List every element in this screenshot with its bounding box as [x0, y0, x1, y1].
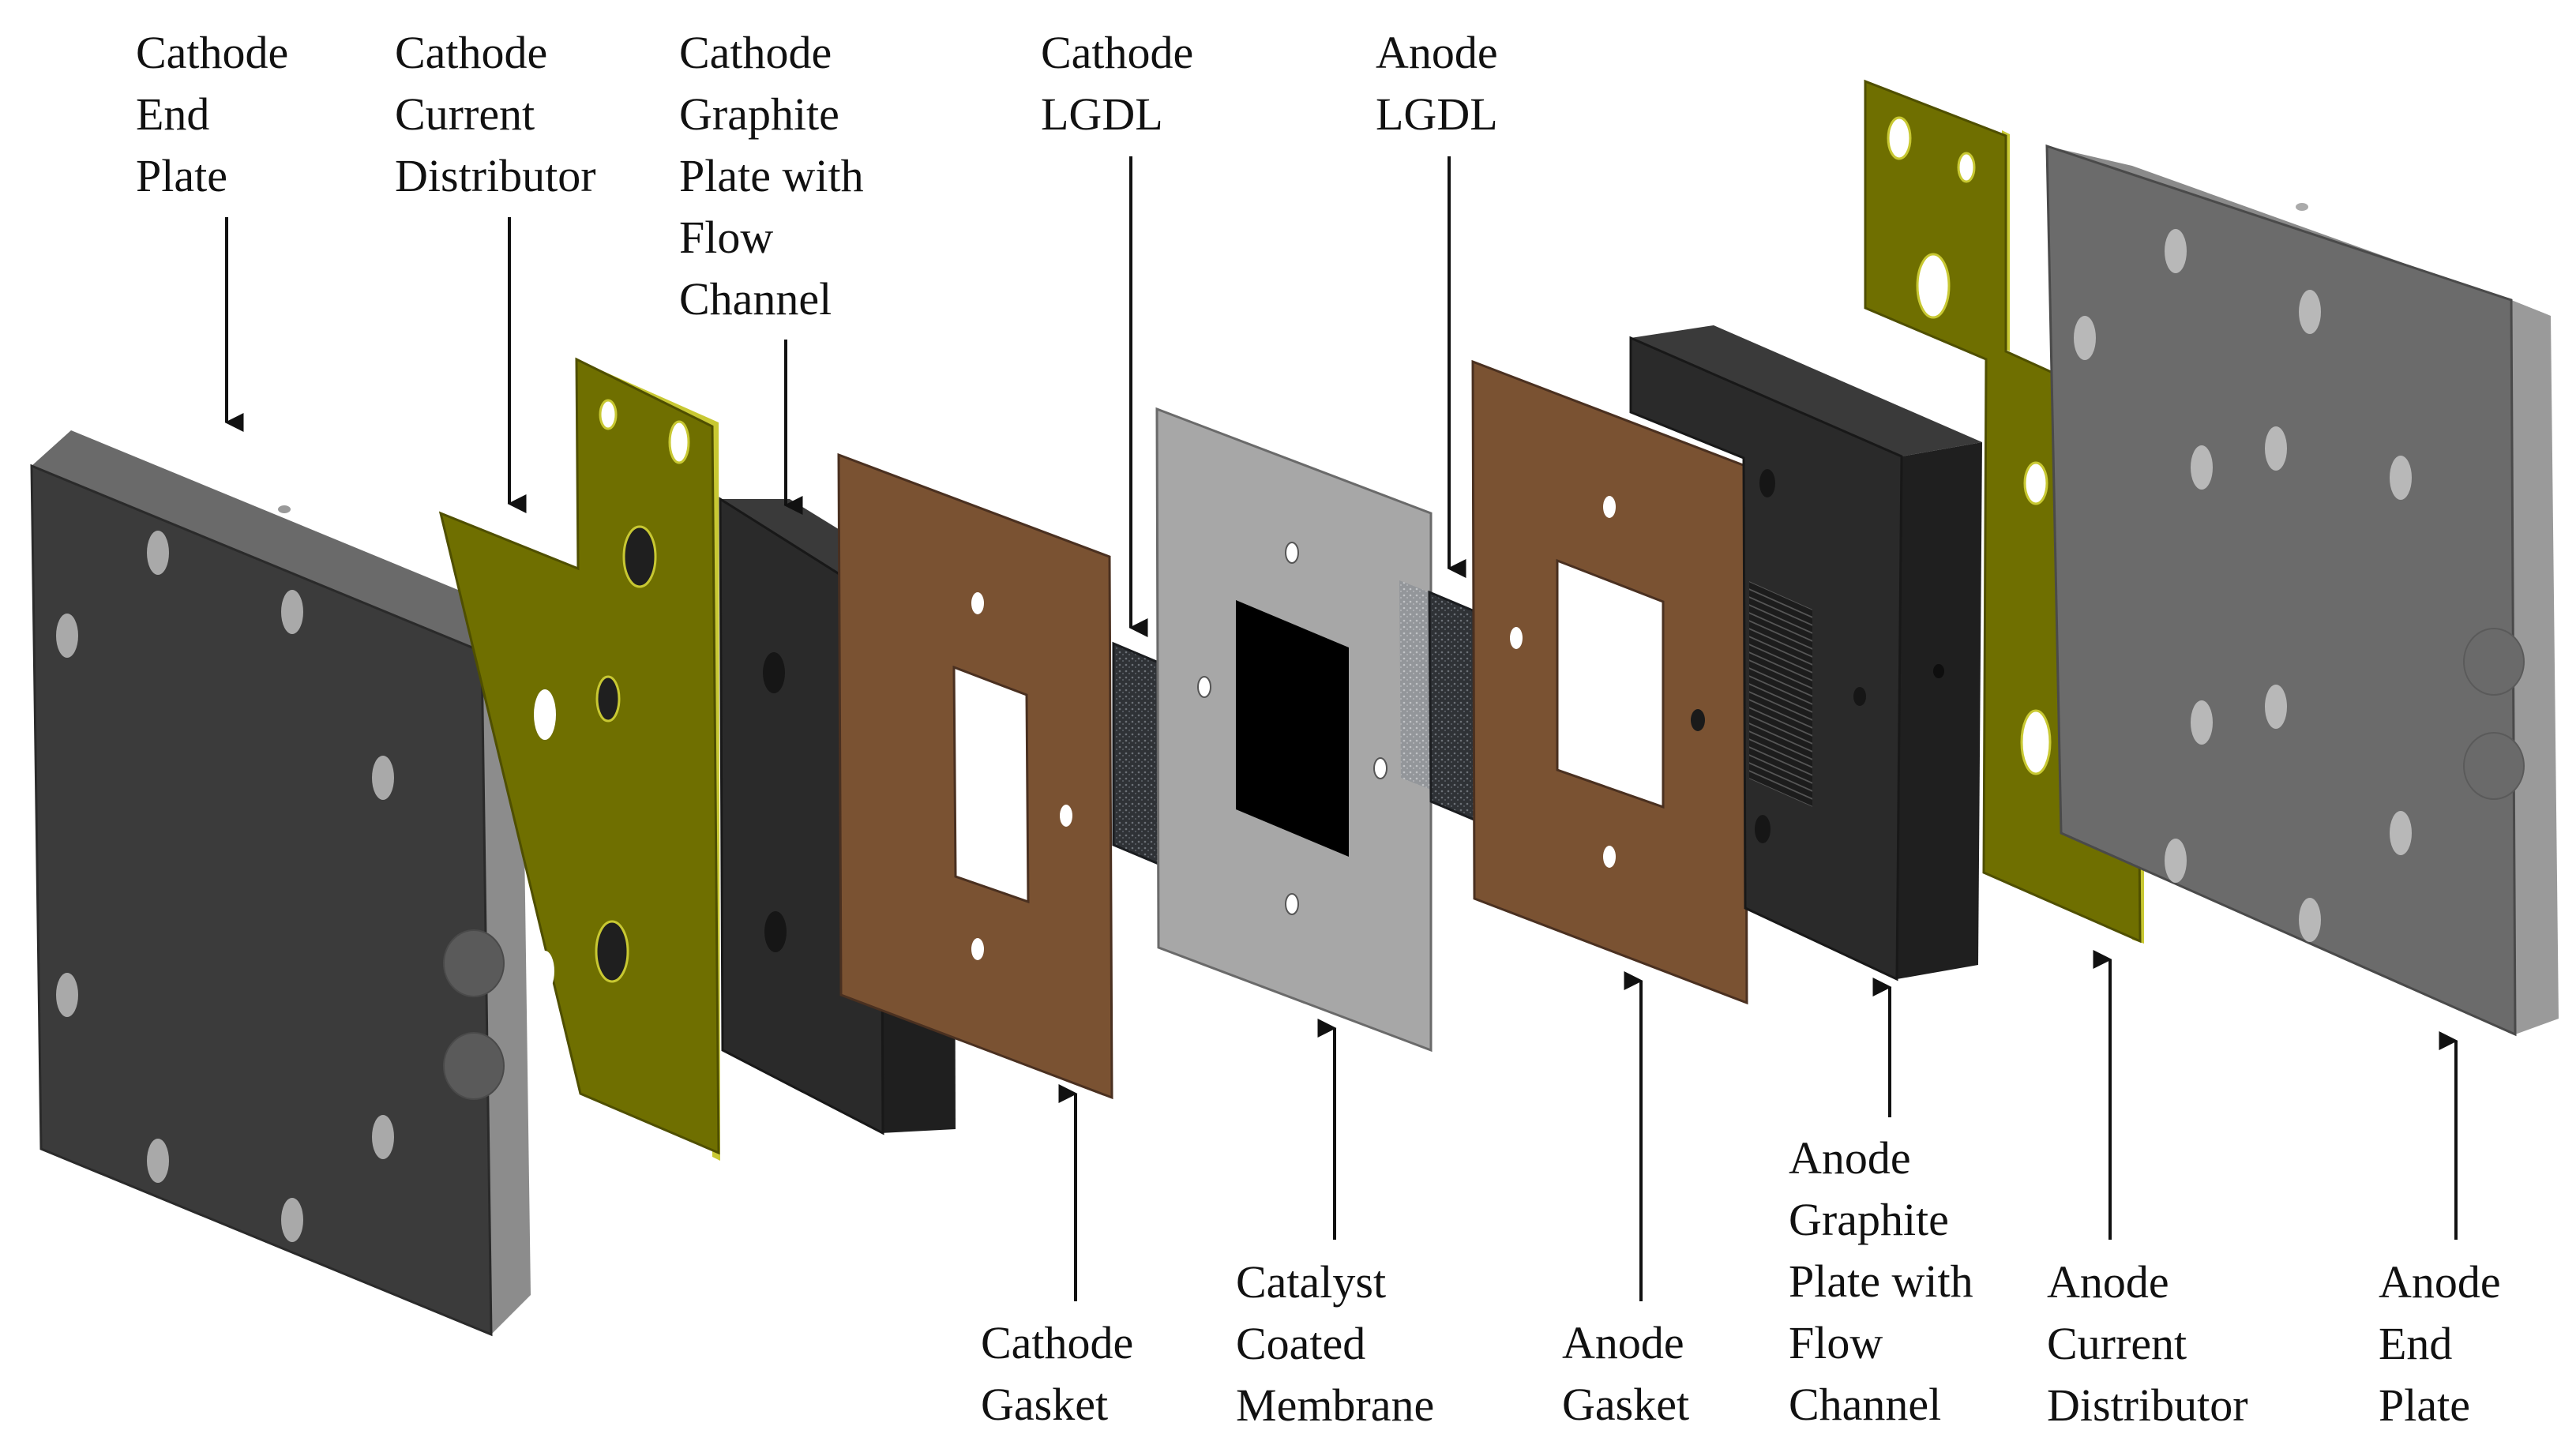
cathode-end-plate: [30, 430, 531, 1337]
cathode-gasket: [837, 452, 1113, 1100]
catalyst-coated-membrane: [1155, 407, 1433, 1053]
label-anode-end-plate: Anode End Plate: [2379, 1256, 2501, 1431]
label-cathode-end-plate: Cathode End Plate: [136, 27, 289, 201]
anode-graphite-plate: [1629, 325, 1982, 981]
label-anode-lgdl: Anode LGDL: [1376, 27, 1498, 140]
label-cathode-lgdl: Cathode LGDL: [1041, 27, 1194, 140]
cathode-current-distributor: [438, 357, 720, 1161]
label-anode-current-distributor: Anode Current Distributor: [2047, 1256, 2248, 1431]
arrows: [224, 156, 2458, 1301]
label-anode-gasket: Anode Gasket: [1562, 1317, 1690, 1430]
label-cathode-current-distributor: Cathode Current Distributor: [395, 27, 596, 201]
anode-gasket: [1471, 359, 1748, 1005]
anode-end-plate: [2045, 144, 2559, 1037]
label-cathode-graphite-plate: Cathode Graphite Plate with Flow Channel: [679, 27, 864, 325]
label-catalyst-coated-membrane: Catalyst Coated Membrane: [1236, 1256, 1435, 1431]
label-cathode-gasket: Cathode Gasket: [981, 1317, 1134, 1430]
label-anode-graphite-plate: Anode Graphite Plate with Flow Channel: [1789, 1132, 1973, 1430]
